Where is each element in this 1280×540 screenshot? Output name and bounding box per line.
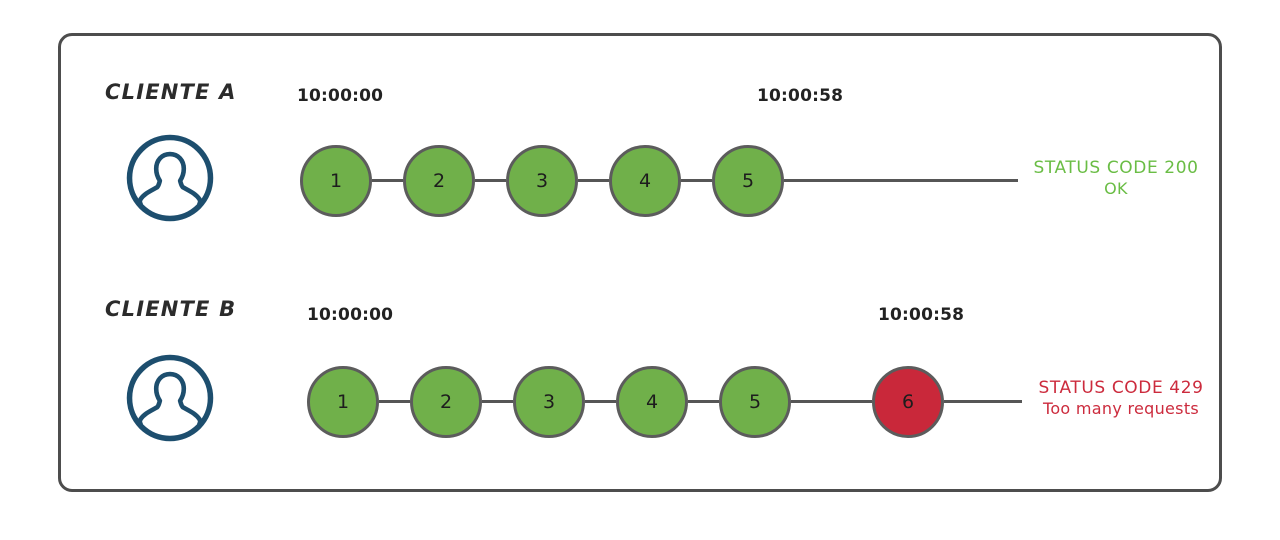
request-node-number: 3 xyxy=(542,391,556,413)
client-b-start-time: 10:00:00 xyxy=(307,305,394,325)
request-node[interactable]: 5 xyxy=(719,366,791,438)
request-node[interactable]: 5 xyxy=(712,145,784,217)
request-node[interactable]: 4 xyxy=(609,145,681,217)
request-node-number: 4 xyxy=(645,391,659,413)
request-node-number: 2 xyxy=(439,391,453,413)
request-node-number: 1 xyxy=(336,391,350,413)
request-node-number: 3 xyxy=(535,170,549,192)
request-node[interactable]: 1 xyxy=(300,145,372,217)
request-node-number: 5 xyxy=(741,170,755,192)
client-a-end-time: 10:00:58 xyxy=(757,86,844,106)
request-node[interactable]: 4 xyxy=(616,366,688,438)
request-node[interactable]: 2 xyxy=(403,145,475,217)
client-a-start-time: 10:00:00 xyxy=(297,86,384,106)
client-b-status-badge: STATUS CODE 429 Too many requests xyxy=(1026,378,1216,419)
client-b-result-line xyxy=(944,400,1022,403)
client-a-label: CLIENTE A xyxy=(105,80,237,104)
request-node-number: 2 xyxy=(432,170,446,192)
client-a-result-line xyxy=(784,179,1018,182)
connector-2-3 xyxy=(475,179,506,182)
request-node[interactable]: 1 xyxy=(307,366,379,438)
user-avatar-icon xyxy=(124,132,216,224)
request-node-number: 1 xyxy=(329,170,343,192)
client-b-end-time: 10:00:58 xyxy=(878,305,965,325)
request-node-number: 4 xyxy=(638,170,652,192)
status-message-text: Too many requests xyxy=(1042,399,1200,419)
connector-4-5 xyxy=(681,179,712,182)
client-b-label: CLIENTE B xyxy=(105,297,237,321)
request-node-number: 6 xyxy=(901,391,915,413)
connector-5-6 xyxy=(791,400,872,403)
connector-3-4 xyxy=(578,179,609,182)
client-a-request-track: 1 2 3 4 5 xyxy=(300,136,1020,226)
status-code-text: STATUS CODE 429 xyxy=(1038,378,1204,398)
connector-2-3 xyxy=(482,400,513,403)
connector-3-4 xyxy=(585,400,616,403)
request-node[interactable]: 3 xyxy=(513,366,585,438)
request-node[interactable]: 2 xyxy=(410,366,482,438)
request-node-number: 5 xyxy=(748,391,762,413)
request-node-rejected[interactable]: 6 xyxy=(872,366,944,438)
status-code-text: STATUS CODE 200 xyxy=(1033,158,1199,178)
user-avatar-icon xyxy=(124,352,216,444)
client-a-status-badge: STATUS CODE 200 OK xyxy=(1026,158,1206,199)
status-message-text: OK xyxy=(1104,179,1128,199)
request-node[interactable]: 3 xyxy=(506,145,578,217)
client-b-request-track: 1 2 3 4 5 6 xyxy=(307,357,1047,447)
connector-4-5 xyxy=(688,400,719,403)
connector-1-2 xyxy=(379,400,410,403)
connector-1-2 xyxy=(372,179,403,182)
